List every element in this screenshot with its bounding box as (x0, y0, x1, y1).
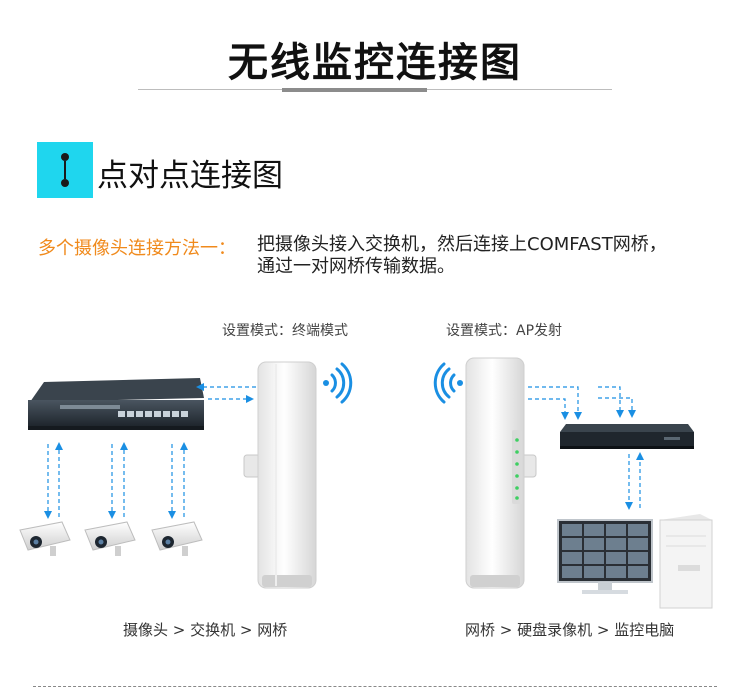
arrow-dvr-feed-a (598, 397, 636, 418)
monitor (557, 519, 653, 594)
footer-divider (33, 686, 717, 687)
arrow-bridge-to-dvr-inner (528, 398, 569, 420)
method-line-2: 通过一对网桥传输数据。 (257, 256, 455, 277)
method-label: 多个摄像头连接方法一： (38, 238, 236, 259)
camera-2 (84, 521, 136, 556)
method-line-1: 把摄像头接入交换机，然后连接上COMFAST网桥， (257, 234, 667, 255)
network-switch (28, 378, 204, 430)
wifi-signal-right-icon (323, 362, 353, 404)
arrow-dvr-feed-b (598, 386, 624, 418)
right-wireless-bridge (465, 357, 537, 589)
method-description: 把摄像头接入交换机，然后连接上COMFAST网桥， 通过一对网桥传输数据。 (257, 234, 667, 278)
camera-3 (151, 521, 203, 556)
connection-arrows (44, 383, 644, 519)
left-wireless-bridge (243, 361, 317, 589)
right-flow-caption: 网桥 > 硬盘录像机 > 监控电脑 (465, 621, 675, 639)
left-flow-caption: 摄像头 > 交换机 > 网桥 (123, 621, 288, 639)
left-mode-label: 设置模式：终端模式 (222, 323, 348, 339)
section-marker (37, 142, 93, 198)
camera-1 (19, 521, 71, 556)
pc-tower (659, 514, 713, 609)
right-mode-label: 设置模式：AP发射 (446, 323, 563, 339)
arrow-bridge-to-dvr-outer (528, 386, 582, 420)
section-title: 点对点连接图 (97, 158, 283, 194)
title-divider-accent (282, 88, 427, 92)
dvr-recorder (560, 424, 694, 449)
wifi-signal-left-icon (433, 362, 463, 404)
marker-dots-icon (61, 153, 69, 187)
page-title: 无线监控连接图 (228, 40, 522, 86)
